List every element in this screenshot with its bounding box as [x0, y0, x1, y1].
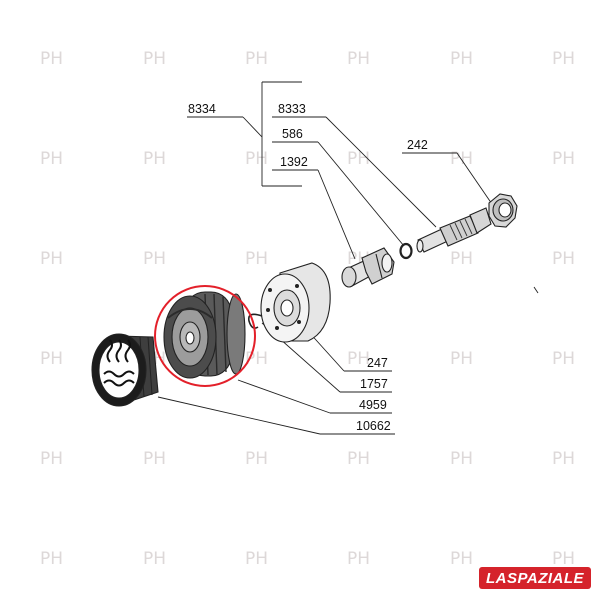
watermark-tile: PH [347, 449, 370, 469]
label-586: 586 [282, 127, 303, 141]
watermark-tile: PH [245, 49, 268, 69]
part-4959-knob [163, 291, 246, 379]
label-247: 247 [367, 356, 388, 370]
label-1392: 1392 [280, 155, 308, 169]
watermark-tile: PH [143, 149, 166, 169]
brand-logo: LASPAZIALE [479, 567, 591, 589]
watermark-tile: PH [450, 549, 473, 569]
brand-logo-text: LASPAZIALE [485, 569, 585, 587]
watermark-tile: PH [143, 449, 166, 469]
label-10662: 10662 [356, 419, 391, 433]
label-8333: 8333 [278, 102, 306, 116]
watermark-tile: PH [143, 49, 166, 69]
part-labels: 8334 8333 586 1392 242 247 1757 4959 106… [188, 102, 428, 433]
watermark-tile: PH [143, 249, 166, 269]
watermark-tile: PH [450, 249, 473, 269]
watermark-tile: PH [552, 449, 575, 469]
watermark-tile: PH [40, 349, 63, 369]
watermark-tile: PH [347, 349, 370, 369]
part-242-nut [488, 193, 518, 228]
watermark-tile: PH [552, 49, 575, 69]
part-1392-fitting [341, 247, 395, 288]
part-10662-cap [91, 333, 159, 407]
watermark-tile: PH [40, 549, 63, 569]
part-8333-pin [416, 207, 492, 253]
label-1757: 1757 [360, 377, 388, 391]
watermark-tile: PH [40, 49, 63, 69]
watermark-tile: PH [40, 249, 63, 269]
watermark-tile: PH [450, 349, 473, 369]
watermark-grid: PH PH PH PH PH PH PH PH PH PH PH PH PH PH PH PH PH PH PH PH… [40, 49, 575, 569]
watermark-tile: PH [143, 549, 166, 569]
watermark-tile: PH [347, 49, 370, 69]
watermark-tile: PH [245, 449, 268, 469]
part-586-ring [399, 242, 413, 260]
watermark-tile: PH [552, 149, 575, 169]
steam-water-icon [103, 339, 135, 387]
label-242: 242 [407, 138, 428, 152]
watermark-tile: PH [40, 149, 63, 169]
watermark-tile: PH [552, 349, 575, 369]
watermark-tile: PH [552, 249, 575, 269]
watermark-tile: PH [245, 249, 268, 269]
part-247-body [260, 262, 331, 343]
label-8334: 8334 [188, 102, 216, 116]
watermark-tile: PH [245, 549, 268, 569]
highlight-circle [154, 285, 256, 387]
label-4959: 4959 [359, 398, 387, 412]
watermark-tile: PH [552, 549, 575, 569]
watermark-tile: PH [347, 149, 370, 169]
watermark-tile: PH [450, 49, 473, 69]
watermark-tile: PH [347, 549, 370, 569]
watermark-tile: PH [40, 449, 63, 469]
watermark-tile: PH [450, 449, 473, 469]
watermark-tile: PH [245, 149, 268, 169]
leader-lines [157, 81, 495, 435]
